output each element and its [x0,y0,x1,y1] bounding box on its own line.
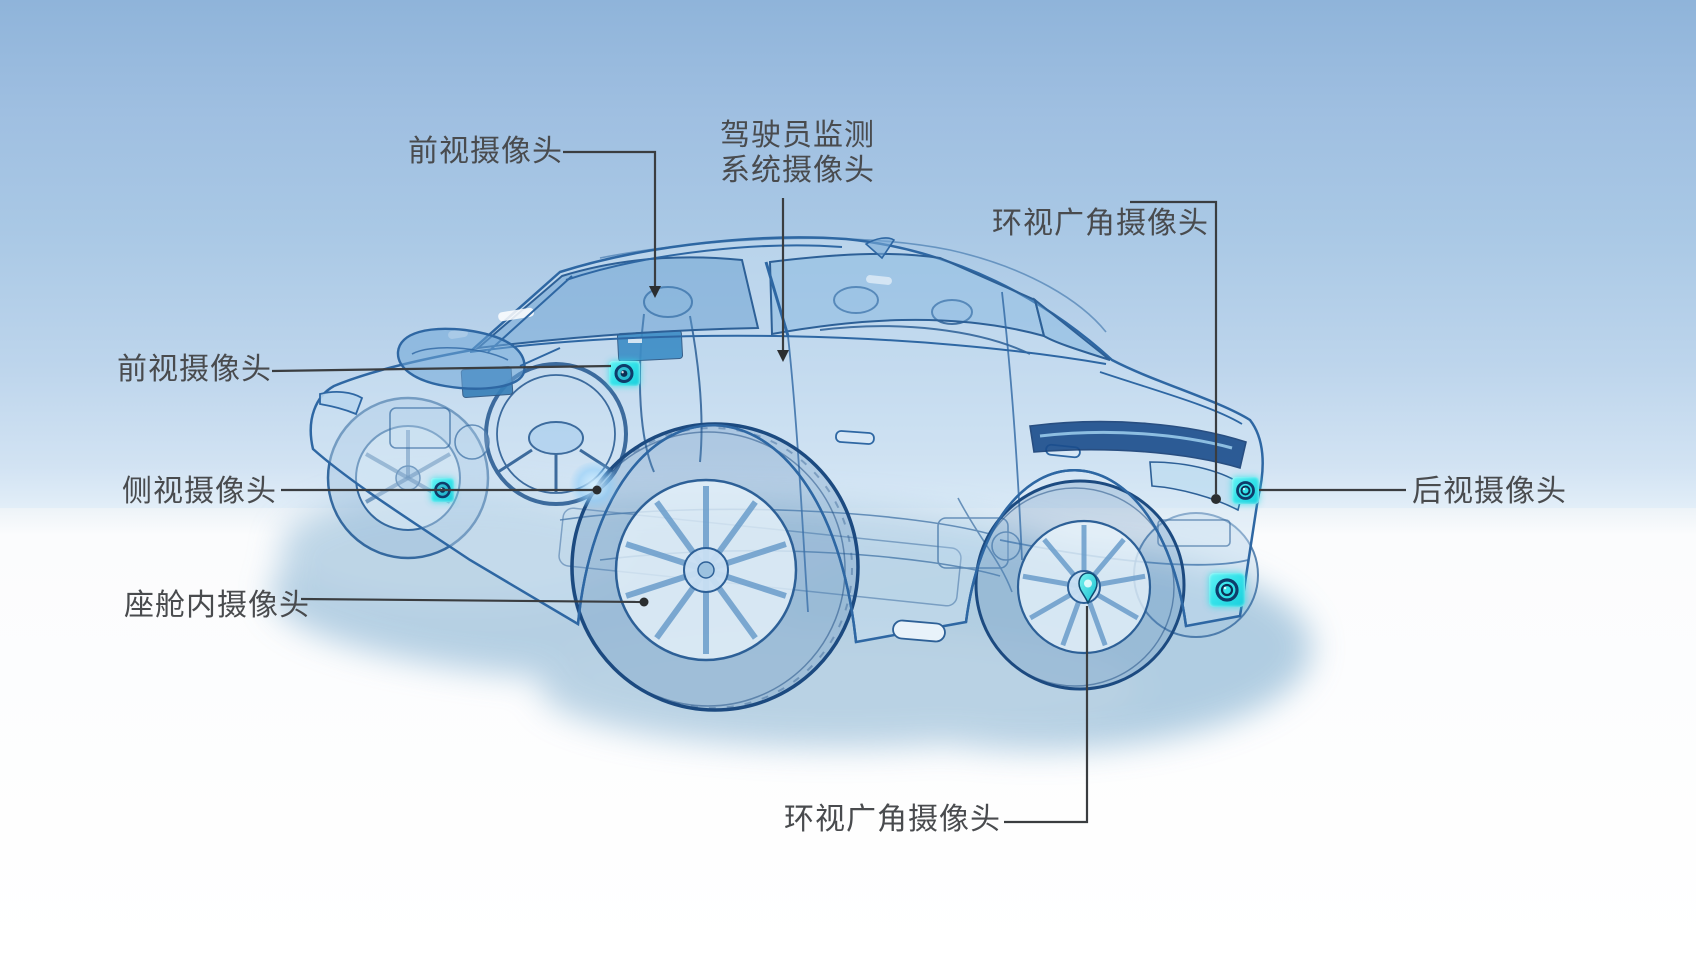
windshield-camera-icon [609,361,640,386]
label-cabin-camera: 座舱内摄像头 [124,589,310,622]
label-front-camera-left: 前视摄像头 [117,353,272,386]
label-dms-camera-line2: 系统摄像头 [720,154,875,187]
side-camera-icon [431,478,454,502]
label-surround-camera-bottom: 环视广角摄像头 [784,803,1001,836]
rear-camera-icon [1232,477,1259,504]
label-front-camera-top: 前视摄像头 [408,135,563,168]
sky-background [0,0,1696,508]
label-dms-camera: 驾驶员监测 系统摄像头 [720,118,875,188]
cabin-glow-highlight [568,462,620,508]
rear-bumper-camera-icon [1209,573,1245,607]
label-rear-camera: 后视摄像头 [1412,475,1567,508]
ground-background [0,508,1696,960]
label-dms-camera-line1: 驾驶员监测 [720,119,875,152]
surround-camera-pin-icon [1078,572,1098,605]
label-side-camera: 侧视摄像头 [122,475,277,508]
label-surround-camera-top: 环视广角摄像头 [992,207,1209,240]
